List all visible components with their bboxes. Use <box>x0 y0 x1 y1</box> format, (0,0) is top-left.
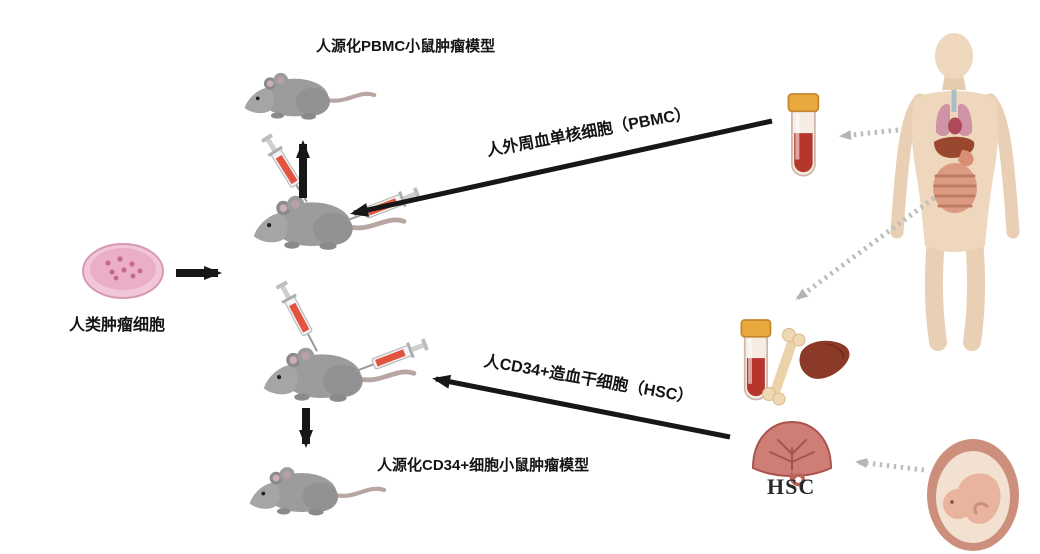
tumor-cells-label: 人类肿瘤细胞 <box>69 317 166 334</box>
solid-arrow-pbmc-to-mouse <box>350 118 773 217</box>
petri-dish-icon <box>82 243 164 299</box>
tumor-model-mouse-bottom-icon <box>250 467 384 515</box>
liver-icon <box>799 340 850 379</box>
blood-tube-icon <box>787 93 820 177</box>
top-model-label: 人源化PBMC小鼠肿瘤模型 <box>316 38 496 55</box>
blood-tube-icon <box>740 319 772 401</box>
syringe-icon <box>272 278 326 356</box>
dashed-arrow-fetus-to-placenta <box>855 458 925 473</box>
dashed-arrow-donor-to-blood-tube <box>839 127 899 141</box>
human-body-icon <box>890 33 1020 351</box>
hsc-caption-label: HSC <box>767 474 816 499</box>
solid-arrow-hsc-to-mouse <box>432 374 731 440</box>
fetus-icon <box>927 439 1019 551</box>
tumor-model-mouse-top-icon <box>245 73 375 120</box>
placenta-icon <box>751 420 833 487</box>
bone-icon <box>762 328 806 406</box>
dashed-arrow-donor-to-hsc-sources <box>795 195 936 301</box>
bottom-model-label: 人源化CD34+细胞小鼠肿瘤模型 <box>377 457 590 474</box>
